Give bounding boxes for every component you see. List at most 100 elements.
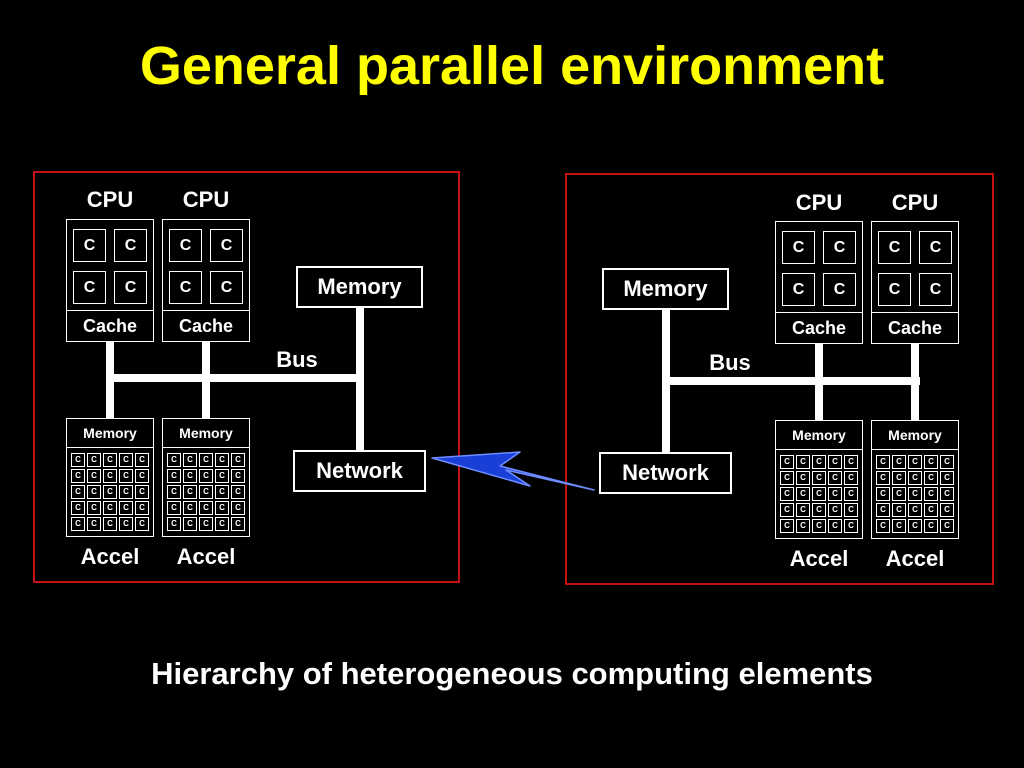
accel-core: C <box>924 455 938 469</box>
accel-core: C <box>183 517 197 531</box>
left-bus-label: Bus <box>276 347 318 372</box>
cpu-core: C <box>114 229 147 262</box>
right-cpu1-bus-wire <box>815 344 823 420</box>
accel-core: C <box>167 501 181 515</box>
cpu-core: C <box>114 271 147 304</box>
accel-core: C <box>940 471 954 485</box>
left-accel1-label: Accel <box>80 544 140 569</box>
accel-core: C <box>87 517 101 531</box>
accel-core: C <box>844 519 858 533</box>
accel-core: C <box>940 455 954 469</box>
cpu-core: C <box>823 273 856 306</box>
accel-core: C <box>908 519 922 533</box>
accel-core: C <box>812 503 826 517</box>
cache-label: Cache <box>776 312 862 343</box>
accel-core: C <box>780 519 794 533</box>
accel-core: C <box>796 503 810 517</box>
cache-label: Cache <box>67 310 153 341</box>
accel-core: C <box>71 469 85 483</box>
accel-core: C <box>780 471 794 485</box>
accel-core: C <box>812 455 826 469</box>
accel-core: C <box>215 485 229 499</box>
accel-core: C <box>119 501 133 515</box>
accel-core: C <box>215 453 229 467</box>
accel-core: C <box>812 487 826 501</box>
accel-core: C <box>103 453 117 467</box>
accel-core: C <box>87 485 101 499</box>
accel-core: C <box>231 453 245 467</box>
accel-core: C <box>71 517 85 531</box>
accel-core: C <box>183 485 197 499</box>
cpu-core: C <box>210 229 243 262</box>
right-accel1-label: Accel <box>789 546 849 571</box>
accel-core: C <box>876 471 890 485</box>
accel-core: C <box>844 471 858 485</box>
accel-core: C <box>828 519 842 533</box>
accel-core: C <box>199 517 213 531</box>
accel-core: C <box>892 471 906 485</box>
cpu-core: C <box>823 231 856 264</box>
accel-core: C <box>215 469 229 483</box>
accel-core: C <box>199 485 213 499</box>
accel-core: C <box>199 501 213 515</box>
accel-core: C <box>167 485 181 499</box>
accel-core: C <box>940 519 954 533</box>
accel-core: C <box>892 519 906 533</box>
accel-core: C <box>199 469 213 483</box>
accel-core: C <box>167 469 181 483</box>
accel-core: C <box>780 503 794 517</box>
accel-memory-label: Memory <box>776 421 862 450</box>
accel-core: C <box>876 519 890 533</box>
accel-core: C <box>231 517 245 531</box>
cpu-core: C <box>169 271 202 304</box>
accel-core: C <box>828 487 842 501</box>
right-bus-label: Bus <box>709 350 751 375</box>
accel-core: C <box>796 471 810 485</box>
accel-core: C <box>780 455 794 469</box>
accel-core: C <box>103 469 117 483</box>
accel-core: C <box>924 471 938 485</box>
accel-core: C <box>812 519 826 533</box>
accel-core: C <box>215 501 229 515</box>
cpu-core: C <box>919 231 952 264</box>
accel-core: C <box>103 517 117 531</box>
left-cpu1-label: CPU <box>86 187 134 212</box>
accel-core: C <box>71 485 85 499</box>
accel-core: C <box>844 503 858 517</box>
accel-core: C <box>892 503 906 517</box>
right-bus-line <box>662 377 920 385</box>
accel-core: C <box>103 485 117 499</box>
accel-memory-label: Memory <box>67 419 153 448</box>
accel-core: C <box>119 453 133 467</box>
accel-core: C <box>924 487 938 501</box>
accel-core: C <box>940 503 954 517</box>
left-cpu2-bus-wire <box>202 342 210 418</box>
accel-core: C <box>183 453 197 467</box>
caption: Hierarchy of heterogeneous computing ele… <box>151 656 873 691</box>
accel-core: C <box>876 455 890 469</box>
right-cpu2-label: CPU <box>891 190 939 215</box>
accel-core: C <box>924 503 938 517</box>
accel-core: C <box>199 453 213 467</box>
cpu-core: C <box>878 231 911 264</box>
accel-memory-label: Memory <box>163 419 249 448</box>
accel-core: C <box>71 501 85 515</box>
accel-core: C <box>908 487 922 501</box>
accel-core: C <box>135 501 149 515</box>
right-node-frame <box>565 173 994 585</box>
accel-core: C <box>183 501 197 515</box>
accel-core: C <box>135 485 149 499</box>
accel-core: C <box>119 469 133 483</box>
accel-core: C <box>876 503 890 517</box>
accel-core: C <box>892 455 906 469</box>
right-cpu2-bus-wire <box>911 344 919 420</box>
